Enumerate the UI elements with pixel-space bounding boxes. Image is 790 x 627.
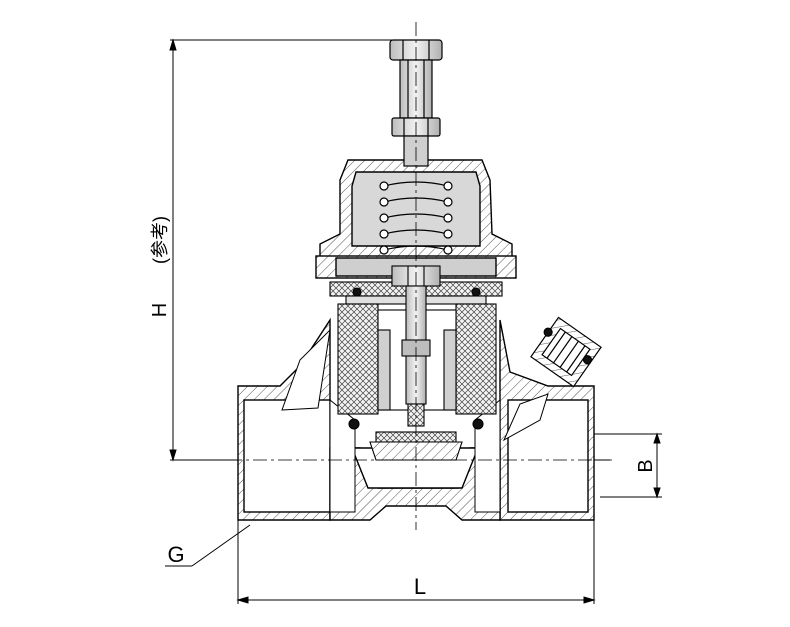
length-label: L — [414, 574, 426, 599]
thread-label: G — [167, 542, 184, 567]
offset-label: B — [635, 459, 657, 472]
gauge-port — [530, 316, 602, 388]
height-label: H — [149, 303, 171, 317]
centerlines — [228, 22, 612, 530]
height-note: (参考) — [150, 216, 170, 264]
thread-leader-g — [165, 524, 251, 567]
valve-body — [237, 317, 595, 521]
dimension-b — [480, 432, 662, 499]
dimension-l — [236, 520, 596, 604]
